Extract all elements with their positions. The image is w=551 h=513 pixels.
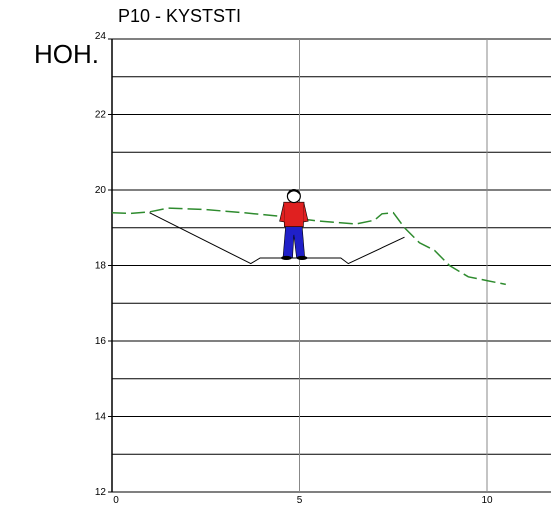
person-foot (280, 255, 292, 260)
path-profile-line (149, 212, 405, 265)
chart-title: P10 - KYSTSTI (118, 6, 241, 26)
x-tick-label: 0 (113, 495, 119, 506)
person-foot (296, 255, 308, 260)
person-head (286, 189, 301, 204)
y-tick-label: 22 (95, 110, 107, 121)
person-figure (279, 189, 309, 260)
y-tick-label: 12 (95, 487, 107, 498)
y-tick-label: 16 (95, 336, 107, 347)
person-torso (283, 201, 305, 227)
person-hair (287, 189, 301, 195)
grid (111, 38, 551, 493)
x-tick-label: 5 (297, 495, 303, 506)
x-tick-label: 10 (481, 495, 493, 506)
person-arm (303, 203, 309, 223)
y-tick-label: 18 (95, 261, 107, 272)
y-tick-label: 14 (95, 412, 107, 423)
person-arm (279, 203, 285, 223)
tick-labels: 12 14 16 18 20 22 24 0 5 10 (95, 31, 493, 506)
y-tick-label: 20 (95, 185, 107, 196)
y-axis-label: HOH. (34, 39, 99, 69)
person-legs (282, 225, 306, 259)
terrain-profile-line (111, 207, 506, 286)
y-tick-label: 24 (95, 31, 107, 42)
data-series (111, 207, 506, 286)
